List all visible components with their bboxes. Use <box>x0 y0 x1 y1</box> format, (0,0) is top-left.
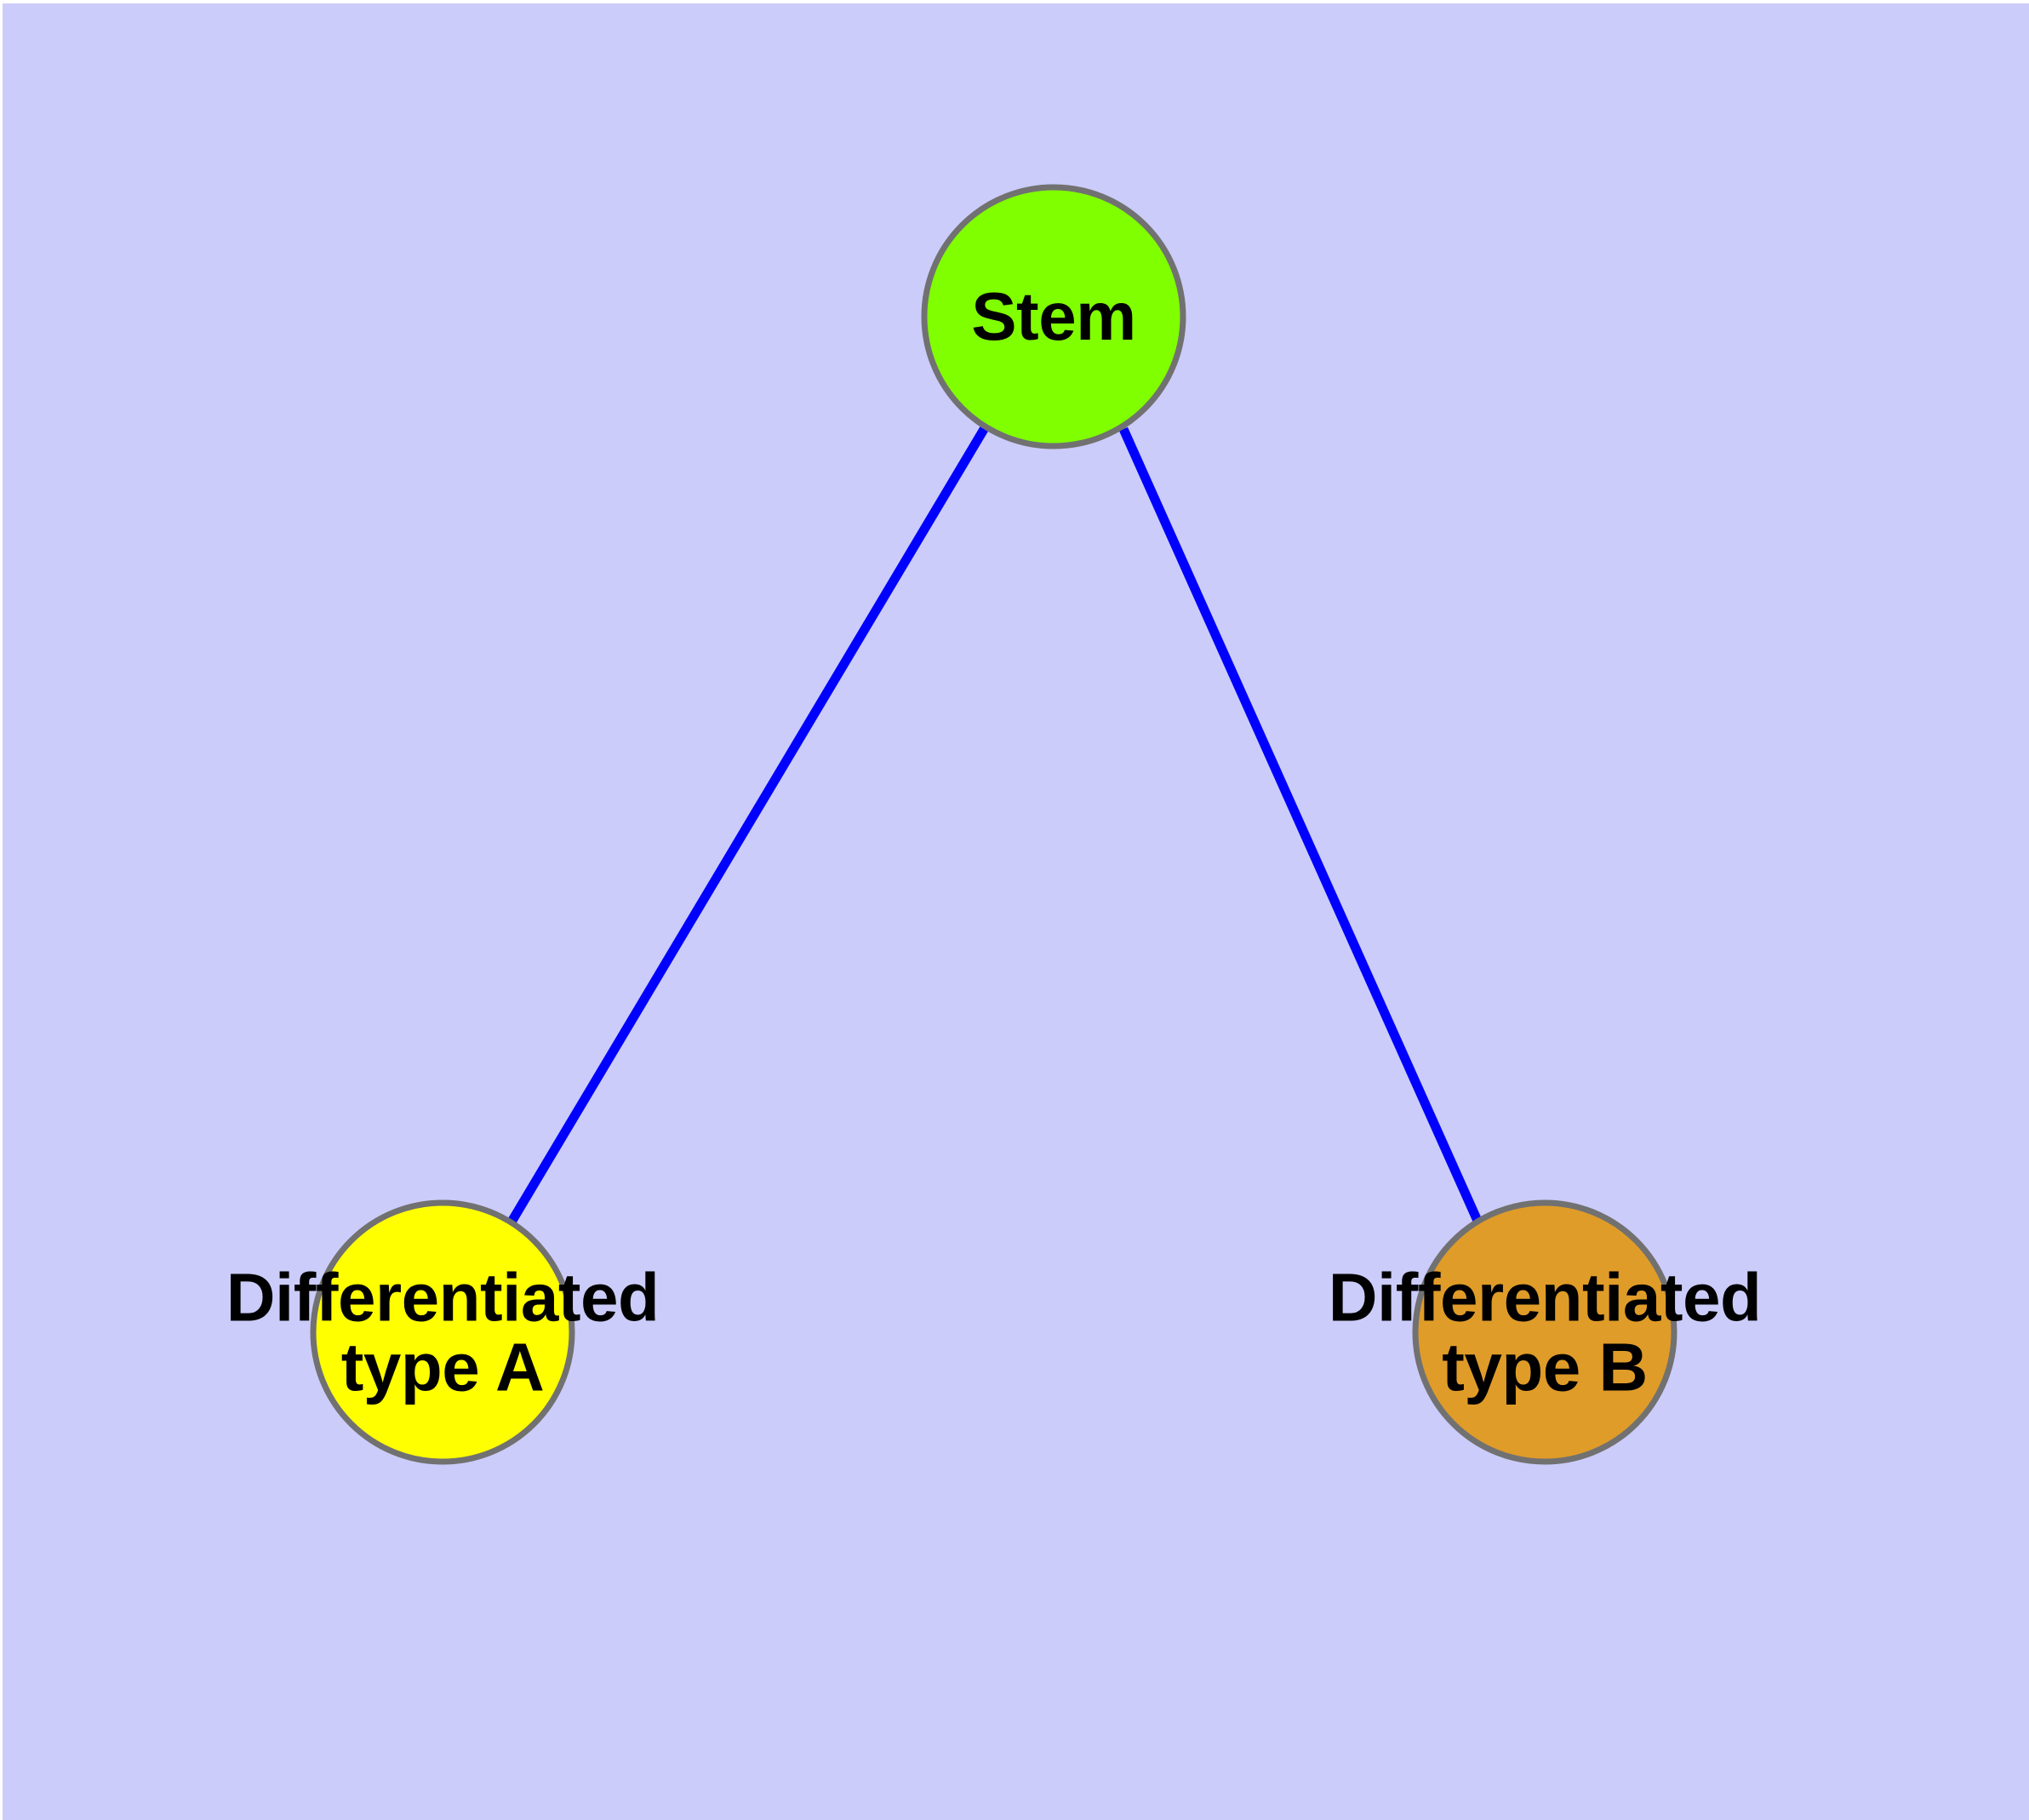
edge-group <box>506 424 1483 1226</box>
edge-stem-to-diff-b[interactable] <box>1118 426 1483 1223</box>
node-stem[interactable] <box>921 184 1186 449</box>
node-diff-a[interactable] <box>310 1199 575 1465</box>
node-group <box>310 184 1677 1465</box>
node-diff-b[interactable] <box>1412 1199 1677 1465</box>
edge-stem-to-diff-a[interactable] <box>506 424 990 1226</box>
